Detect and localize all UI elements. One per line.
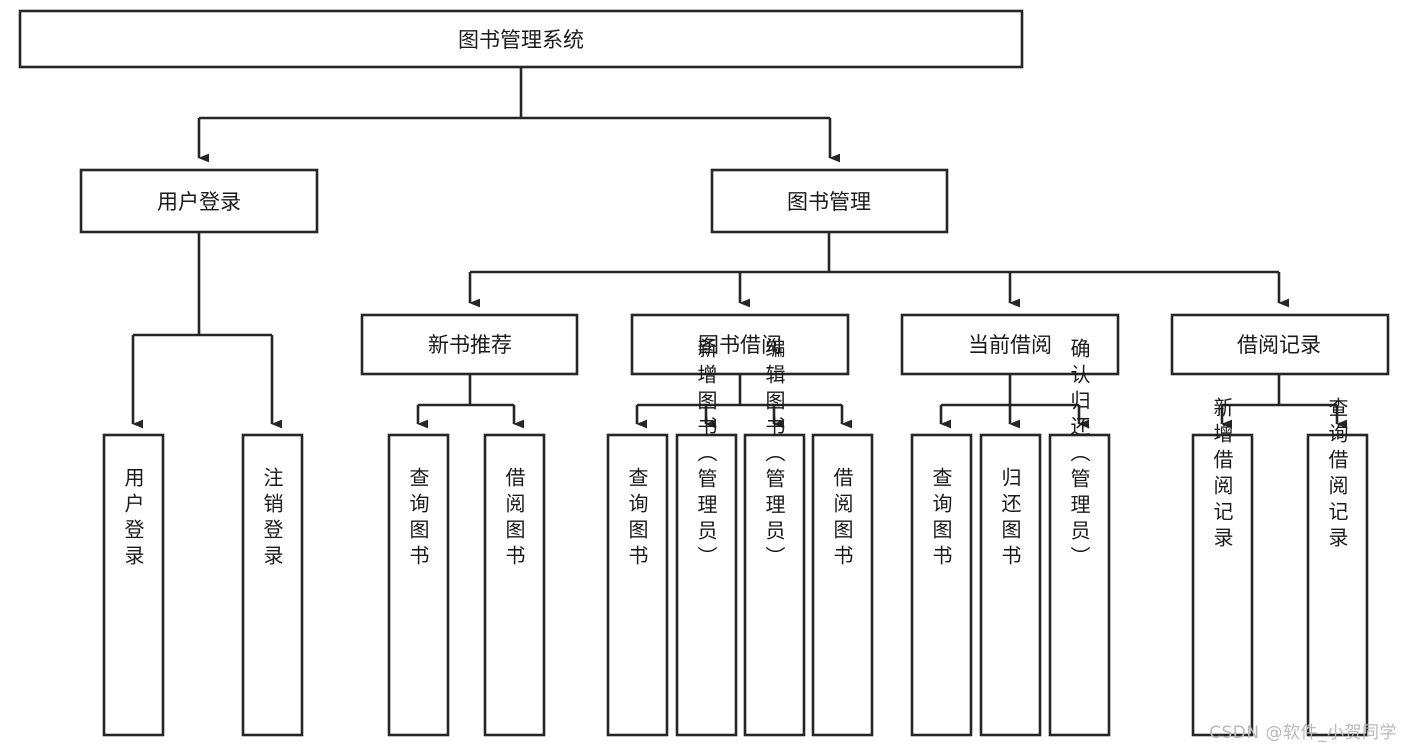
leaf-logout[interactable]: 注销登录: [241, 433, 304, 737]
node-root[interactable]: 图书管理系统: [18, 9, 1024, 69]
leaf-logout-label: 注销登录: [260, 467, 284, 571]
leaf-return-book-label: 归还图书: [998, 467, 1022, 571]
leaf-borrow-book-1[interactable]: 借阅图书: [483, 433, 546, 737]
node-user-login-label: 用户登录: [157, 190, 241, 214]
node-root-label: 图书管理系统: [458, 28, 584, 52]
node-book-borrow[interactable]: 图书借阅: [630, 313, 850, 376]
node-borrow-record-label: 借阅记录: [1237, 333, 1321, 357]
connector-bookmanage-to-level2: [468, 232, 1290, 308]
leaf-query-book-2[interactable]: 查询图书: [606, 433, 669, 737]
node-user-login[interactable]: 用户登录: [79, 168, 319, 234]
leaf-user-login[interactable]: 用户登录: [102, 433, 165, 737]
node-borrow-record[interactable]: 借阅记录: [1170, 313, 1390, 376]
leaf-query-record[interactable]: 查询借阅记录: [1306, 397, 1369, 737]
node-current-borrow[interactable]: 当前借阅: [900, 313, 1120, 376]
connector-newbookrec-to-leaves: [416, 374, 525, 429]
node-new-book-rec-label: 新书推荐: [428, 333, 512, 357]
connector-bookborrow-to-leaves: [635, 374, 853, 429]
connector-root-to-level1: [197, 67, 841, 163]
leaf-confirm-return[interactable]: 确认归还（管理员）: [1048, 338, 1111, 737]
leaf-edit-book-label: 编辑图书（管理员）: [762, 338, 786, 572]
leaf-add-book-label: 新增图书（管理员）: [694, 338, 718, 572]
leaf-query-book-1-label: 查询图书: [406, 467, 430, 571]
leaf-edit-book[interactable]: 编辑图书（管理员）: [743, 338, 806, 737]
csdn-watermark: CSDN @软件_小贺同学: [1209, 723, 1397, 743]
leaf-query-book-2-label: 查询图书: [625, 467, 649, 571]
connector-userlogin-to-leaves: [131, 232, 283, 429]
leaf-query-book-3-label: 查询图书: [929, 467, 953, 571]
leaf-query-record-label: 查询借阅记录: [1325, 397, 1349, 553]
node-book-manage-label: 图书管理: [787, 190, 871, 214]
node-book-borrow-label: 图书借阅: [698, 333, 782, 357]
leaf-add-book[interactable]: 新增图书（管理员）: [675, 338, 738, 737]
leaf-add-record[interactable]: 新增借阅记录: [1191, 397, 1254, 737]
leaf-borrow-book-2[interactable]: 借阅图书: [811, 433, 874, 737]
leaf-borrow-book-2-label: 借阅图书: [830, 467, 854, 571]
leaf-query-book-1[interactable]: 查询图书: [387, 433, 450, 737]
leaf-borrow-book-1-label: 借阅图书: [502, 467, 526, 571]
leaf-return-book[interactable]: 归还图书: [979, 433, 1042, 737]
connector-borrowrecord-to-leaves: [1220, 374, 1348, 429]
leaf-query-book-3[interactable]: 查询图书: [910, 433, 973, 737]
leaf-confirm-return-label: 确认归还（管理员）: [1067, 338, 1091, 572]
connector-currentborrow-to-leaves: [939, 374, 1090, 429]
leaf-user-login-label: 用户登录: [121, 467, 145, 571]
node-new-book-rec[interactable]: 新书推荐: [360, 313, 579, 376]
node-current-borrow-label: 当前借阅: [968, 333, 1052, 357]
node-book-manage[interactable]: 图书管理: [710, 168, 949, 234]
leaf-add-record-label: 新增借阅记录: [1210, 397, 1234, 553]
